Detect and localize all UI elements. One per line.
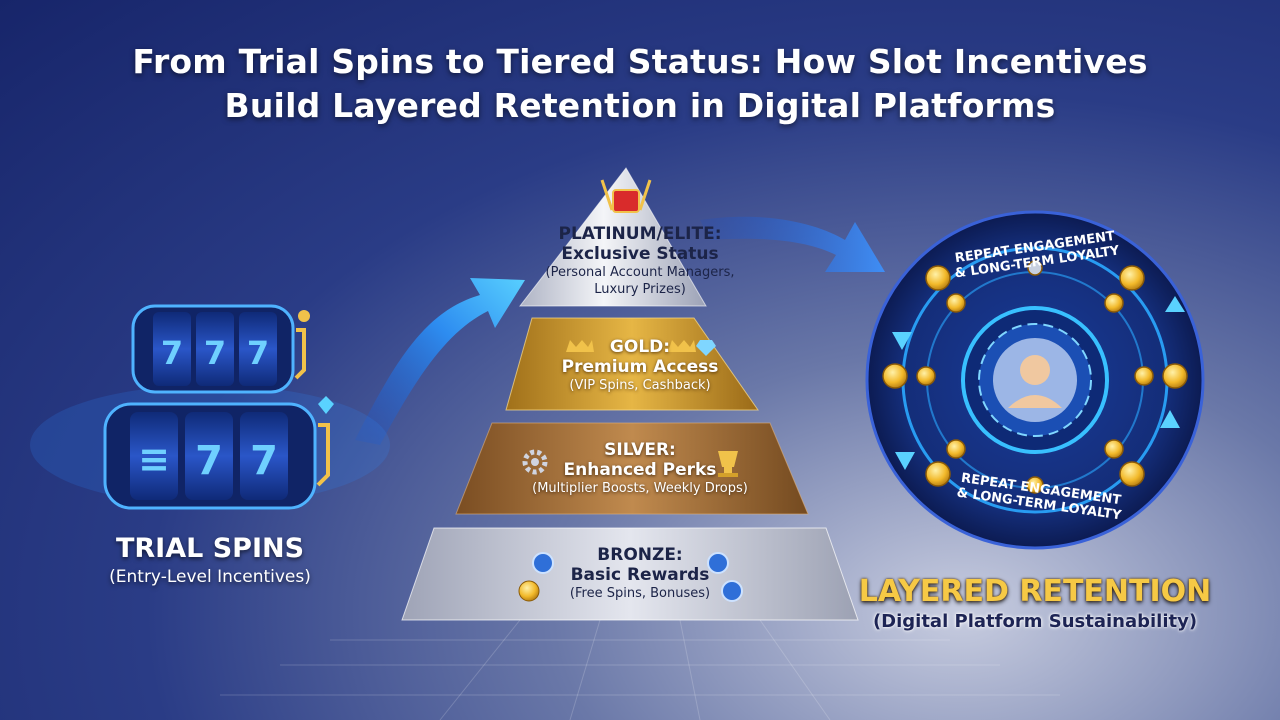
svg-text:≡: ≡ [138,437,170,481]
progression-arrow-left [355,278,525,445]
tier-name: GOLD: [609,337,671,357]
tier-desc-2: Luxury Prizes) [594,282,686,297]
coin-icons [882,260,1188,494]
tier-subtitle: Premium Access [561,357,719,377]
user-avatar-icon [1008,355,1062,408]
layered-retention-label: LAYERED RETENTION (Digital Platform Sust… [848,574,1222,634]
tier-silver [455,422,809,515]
tier-name: BRONZE: [597,545,683,565]
title-line-2: Build Layered Retention in Digital Platf… [224,86,1056,125]
progression-arrow-right [700,216,885,272]
tier-name: SILVER: [604,440,676,460]
star-badge-icon [532,552,743,602]
svg-text:7: 7 [204,334,226,372]
svg-text:7: 7 [161,334,183,372]
svg-text:7: 7 [250,438,278,484]
tier-desc: (VIP Spins, Cashback) [569,378,711,393]
throne-icon [612,189,640,213]
tier-subtitle: Exclusive Status [561,244,719,264]
crown-icon [566,340,696,352]
title-line-1: From Trial Spins to Tiered Status: How S… [132,42,1148,81]
page-title: From Trial Spins to Tiered Status: How S… [0,40,1280,128]
layered-title: LAYERED RETENTION [858,574,1212,609]
tier-platinum [518,167,707,307]
tier-gold-text: GOLD: Premium Access (VIP Spins, Cashbac… [440,337,840,394]
diamond-icon [696,340,716,356]
floor-grid [220,619,1060,720]
tier-bronze-text: BRONZE: Basic Rewards (Free Spins, Bonus… [440,545,840,602]
layered-subtitle: (Digital Platform Sustainability) [872,611,1198,632]
tier-desc: (Free Spins, Bonuses) [569,586,711,601]
tier-subtitle: Enhanced Perks [563,460,717,480]
tier-desc: (Personal Account Managers, [545,265,735,280]
svg-text:7: 7 [247,334,269,372]
tier-subtitle: Basic Rewards [570,565,710,585]
svg-text:7: 7 [195,438,223,484]
gears-icon [522,449,548,475]
tier-pyramid [401,167,859,621]
tier-name: PLATINUM/ELITE: [558,224,722,244]
tier-desc: (Multiplier Boosts, Weekly Drops) [532,481,748,496]
trophy-icon [718,451,738,477]
trial-title: TRIAL SPINS [115,533,305,564]
tier-silver-text: SILVER: Enhanced Perks (Multiplier Boost… [440,440,840,497]
coin-icon [518,580,540,602]
trial-subtitle: (Entry-Level Incentives) [109,567,311,587]
trial-spins-label: TRIAL SPINS (Entry-Level Incentives) [60,532,360,588]
tier-bronze [401,527,859,621]
slot-machine-icon: 7 7 7 ≡ 7 7 [30,304,390,510]
tier-platinum-text: PLATINUM/ELITE: Exclusive Status (Person… [440,224,840,298]
tier-gold [505,317,759,411]
